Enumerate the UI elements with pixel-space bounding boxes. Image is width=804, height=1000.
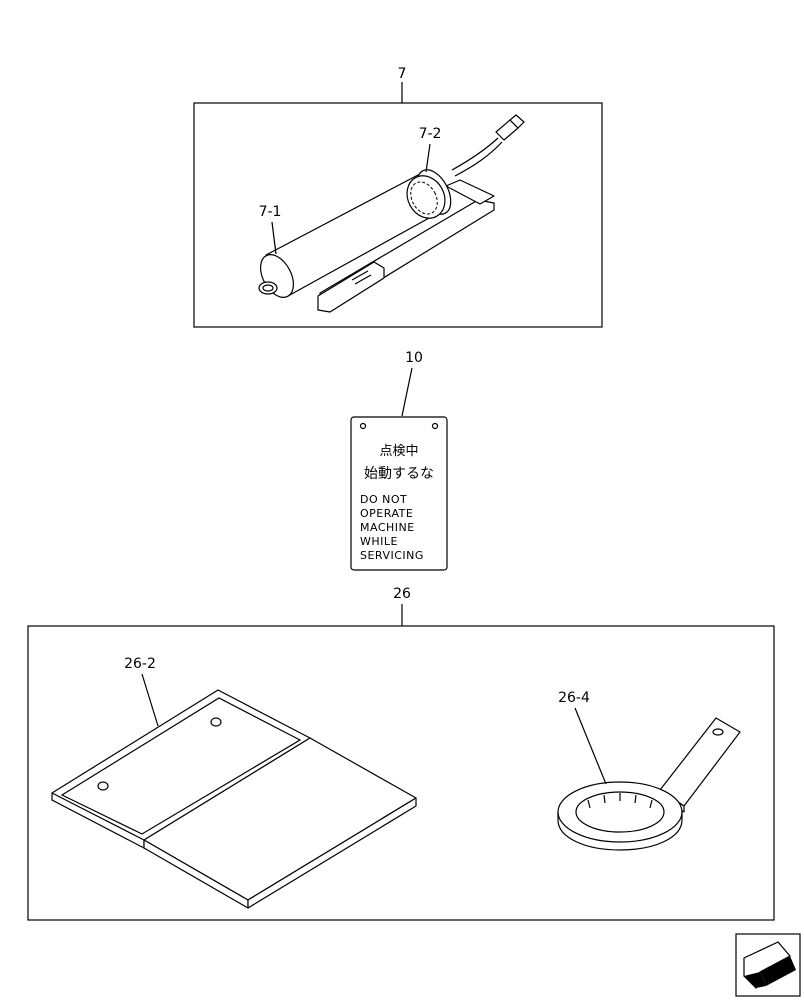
leader-10 [401, 367, 413, 417]
group-10: 10 点検中 始動するな DO NOT OPERATE MACHINE WHIL… [350, 350, 448, 571]
tag-text-en-2: OPERATE [360, 507, 413, 520]
frame-26 [27, 625, 775, 921]
group-7: 7 7-1 7-2 [193, 66, 603, 328]
cover-sheet-icon [51, 689, 417, 909]
tag-text-en-5: SERVICING [360, 549, 424, 562]
callout-26-2: 26-2 [124, 656, 156, 672]
leader-7-2 [425, 143, 431, 173]
callout-10: 10 [405, 350, 423, 366]
ring-wrench-icon [557, 717, 741, 851]
tag-text-jp-1: 点検中 [379, 444, 418, 459]
tag-text-en-1: DO NOT [360, 493, 407, 506]
grease-gun-icon [258, 114, 525, 313]
callout-7: 7 [398, 66, 407, 82]
next-page-arrow-icon[interactable] [735, 933, 801, 997]
leader-26-4 [574, 707, 607, 785]
callout-7-2: 7-2 [419, 126, 442, 142]
callout-26: 26 [393, 586, 411, 602]
frame-7 [193, 102, 603, 328]
group-26: 26 26-2 26-4 [27, 586, 775, 921]
callout-26-4: 26-4 [558, 690, 590, 706]
leader-7-1 [271, 221, 277, 255]
tag-text-en-4: WHILE [360, 535, 398, 548]
leader-26-2 [141, 673, 159, 727]
warning-tag-icon [350, 416, 448, 571]
tag-text-jp-2: 始動するな [364, 466, 434, 482]
tag-text-en-3: MACHINE [360, 521, 415, 534]
callout-7-1: 7-1 [259, 204, 282, 220]
